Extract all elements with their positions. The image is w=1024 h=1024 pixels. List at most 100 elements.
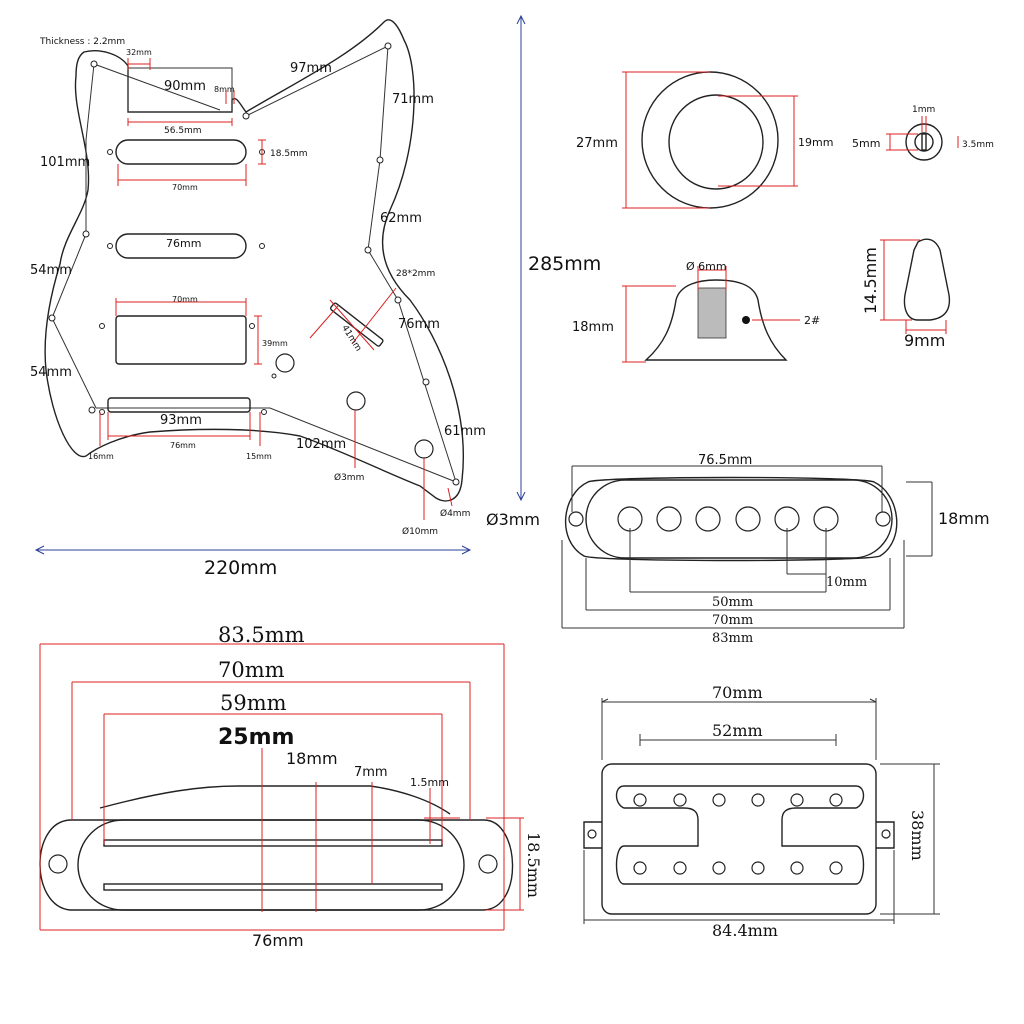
- dim-90mm: 90mm: [164, 79, 206, 94]
- dim-50mm: 50mm: [712, 595, 753, 610]
- tip-side-body: [903, 238, 951, 321]
- dim-71mm: 71mm: [392, 92, 434, 107]
- dim-76mm-bottom: 76mm: [170, 441, 196, 450]
- dim-15mm: 15mm: [246, 452, 272, 461]
- humbucker-pickup: 70mm 52mm 38mm 84.4mm: [583, 683, 940, 940]
- dim-54mm-upper: 54mm: [30, 263, 72, 278]
- dim-32mm: 32mm: [126, 48, 152, 57]
- dim-83mm: 83mm: [712, 631, 753, 646]
- dim-61mm: 61mm: [444, 424, 486, 439]
- dim-19mm: 19mm: [798, 136, 833, 149]
- knob-shaft-knurl: [697, 287, 727, 339]
- knob-side-body: [644, 279, 788, 361]
- thickness-label: Thickness : 2.2mm: [39, 37, 125, 47]
- dim-18-5mm: 18.5mm: [270, 149, 308, 159]
- dim-56-5mm: 56.5mm: [164, 126, 202, 136]
- dim-76mm-side: 76mm: [398, 317, 440, 332]
- rail-pickup: 83.5mm 70mm 59mm 25mm 18mm 7mm 1.5mm 18.…: [39, 623, 543, 950]
- pole-4: [735, 506, 761, 532]
- single-coil-mount-hole-right: [875, 511, 891, 527]
- dim-70mm-top: 70mm: [172, 183, 198, 192]
- dim-1-5mm: 1.5mm: [410, 776, 449, 789]
- dim-52mm: 52mm: [712, 721, 763, 740]
- dim-9mm: 9mm: [904, 331, 945, 350]
- neck-pickup-slot: [115, 139, 247, 165]
- dim-59mm: 59mm: [220, 691, 287, 715]
- dim-70mm-rail: 70mm: [218, 658, 285, 682]
- humbucker-tab-left: [583, 821, 602, 849]
- dim-18mm-knob: 18mm: [572, 320, 614, 335]
- width-dimension-line: [34, 545, 472, 555]
- dim-102mm: 102mm: [296, 437, 346, 452]
- dim-76mm-rail: 76mm: [252, 931, 304, 950]
- dim-18-5mm-rail: 18.5mm: [524, 832, 543, 898]
- knob-set-screw: [742, 316, 750, 324]
- rail-bar-1: [103, 839, 443, 847]
- dim-18mm-coil: 18mm: [938, 509, 990, 528]
- dim-1mm: 1mm: [912, 105, 935, 115]
- single-coil-pickup: 76.5mm Ø3mm 18mm 10mm 50mm 70mm 83mm: [486, 453, 990, 646]
- rail-mount-hole-left: [48, 854, 68, 874]
- humbucker-poles-top: [633, 793, 843, 807]
- humbucker-body: [601, 763, 877, 915]
- pickguard-screws: [48, 42, 460, 486]
- knob-inner-ring: [668, 94, 764, 190]
- dim-93mm: 93mm: [160, 413, 202, 428]
- tone-pot-hole-1: [346, 391, 366, 411]
- dim-5mm: 5mm: [852, 137, 880, 150]
- dim-dia-4mm: Ø4mm: [440, 508, 470, 519]
- pole-1: [617, 506, 643, 532]
- dim-83-5mm: 83.5mm: [218, 623, 305, 647]
- tip-outer-circle: [905, 123, 943, 161]
- dim-97mm: 97mm: [290, 61, 332, 76]
- pickguard-inner-line: [51, 45, 457, 483]
- dim-41mm: 41mm: [339, 324, 363, 354]
- rail-pickup-base: [39, 819, 514, 911]
- pole-6: [813, 506, 839, 532]
- bottom-slot: [107, 397, 251, 413]
- dim-38mm: 38mm: [908, 810, 927, 861]
- dim-54mm-lower: 54mm: [30, 365, 72, 380]
- dim-101mm: 101mm: [40, 155, 90, 170]
- knob-top-view: 27mm 19mm: [576, 71, 833, 209]
- height-dimension-line: [516, 14, 526, 502]
- neck-pocket: [127, 67, 233, 113]
- dim-dia-6mm: Ø 6mm: [686, 260, 727, 273]
- bridge-humbucker-slot: [115, 315, 247, 365]
- dim-62mm: 62mm: [380, 211, 422, 226]
- dim-10mm: 10mm: [826, 575, 867, 590]
- dim-25mm: 25mm: [218, 725, 294, 750]
- dim-76mm-middle: 76mm: [166, 237, 201, 250]
- single-coil-mount-hole-left: [568, 511, 584, 527]
- knob-outer-ring: [641, 71, 779, 209]
- single-coil-cover: [585, 479, 893, 559]
- dim-220mm: 220mm: [204, 557, 277, 579]
- pole-3: [695, 506, 721, 532]
- pickguard-outline: [44, 19, 464, 502]
- middle-pickup-slot: [115, 233, 247, 259]
- dim-84-4mm: 84.4mm: [712, 921, 778, 940]
- humbucker-tab-right: [876, 821, 895, 849]
- switch-tip-side-view: 14.5mm 9mm: [861, 238, 951, 350]
- dim-27mm: 27mm: [576, 136, 618, 151]
- volume-pot-hole: [275, 353, 295, 373]
- dim-285mm: 285mm: [528, 253, 601, 275]
- dim-3-5mm: 3.5mm: [962, 140, 994, 150]
- humbucker-mount-hole-right: [881, 829, 891, 839]
- humbucker-mount-hole-left: [587, 829, 597, 839]
- dim-dia-3mm-coil: Ø3mm: [486, 510, 540, 529]
- switch-tip-top-view: 1mm 5mm 3.5mm: [852, 105, 994, 161]
- pickguard-dimensions: [99, 58, 453, 520]
- dim-8mm: 8mm: [214, 85, 235, 94]
- dim-28x2mm: 28*2mm: [396, 269, 435, 279]
- rail-bar-2: [103, 883, 443, 891]
- dim-76-5mm: 76.5mm: [698, 453, 752, 468]
- humbucker-coil-outline: [615, 785, 865, 885]
- knob-part-number: 2#: [804, 314, 820, 327]
- dim-70mm-humbucker: 70mm: [712, 683, 763, 702]
- dim-70mm-bridge: 70mm: [172, 295, 198, 304]
- tip-slot: [921, 133, 927, 151]
- tone-pot-hole-2: [414, 439, 434, 459]
- dim-70mm-coil: 70mm: [712, 613, 753, 628]
